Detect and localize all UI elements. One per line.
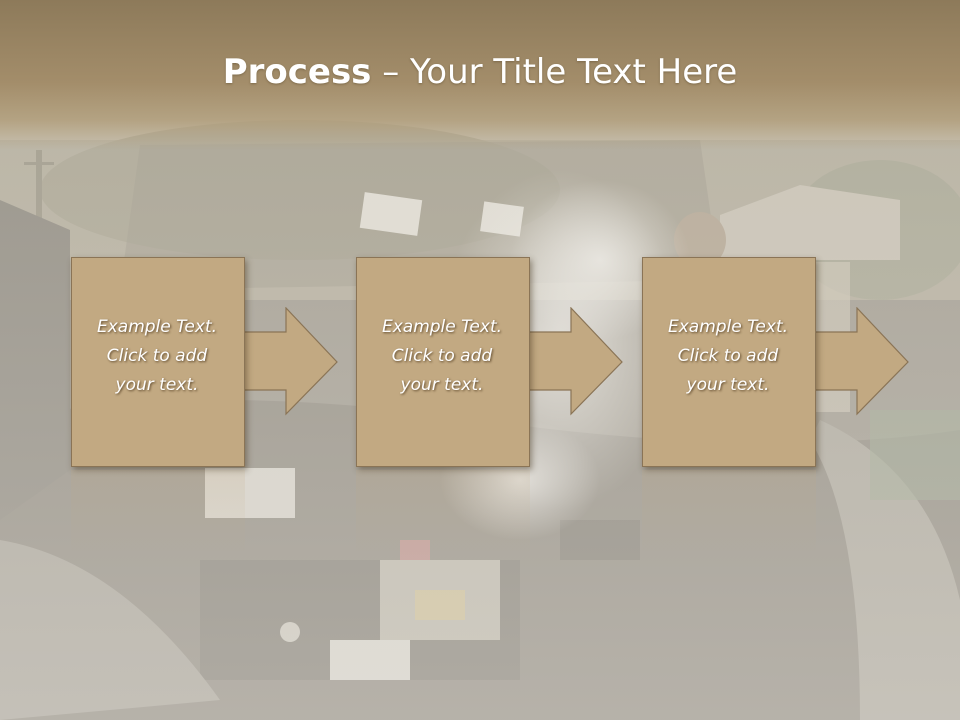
step-text-line: your text. [115, 375, 199, 395]
step-reflection [71, 470, 245, 560]
step-text-line: Click to add [106, 346, 208, 366]
title-band [0, 0, 960, 150]
step-text-line: your text. [686, 375, 770, 395]
step-text-line: Example Text. [381, 317, 503, 337]
step-text-line: Click to add [391, 346, 493, 366]
step-text-line: Example Text. [667, 317, 789, 337]
step-box [356, 257, 530, 467]
process-step-1[interactable]: Example Text. Click to add your text. [71, 257, 338, 467]
arrow-right-icon [526, 307, 623, 416]
step-box [71, 257, 245, 467]
step-text-line: Example Text. [96, 317, 218, 337]
step-text[interactable]: Example Text. Click to add your text. [71, 313, 243, 400]
arrow-right-icon [241, 307, 338, 416]
page-title: Process – Your Title Text Here [0, 52, 960, 92]
step-text[interactable]: Example Text. Click to add your text. [356, 313, 528, 400]
step-text-line: Click to add [677, 346, 779, 366]
step-reflection [356, 470, 530, 560]
step-box [642, 257, 816, 467]
title-rest: – Your Title Text Here [371, 52, 738, 92]
process-step-2[interactable]: Example Text. Click to add your text. [356, 257, 623, 467]
step-text-line: your text. [400, 375, 484, 395]
step-text[interactable]: Example Text. Click to add your text. [642, 313, 814, 400]
title-bold: Process [222, 52, 372, 92]
arrow-right-icon [812, 307, 909, 416]
process-step-3[interactable]: Example Text. Click to add your text. [642, 257, 909, 467]
step-reflection [642, 470, 816, 560]
